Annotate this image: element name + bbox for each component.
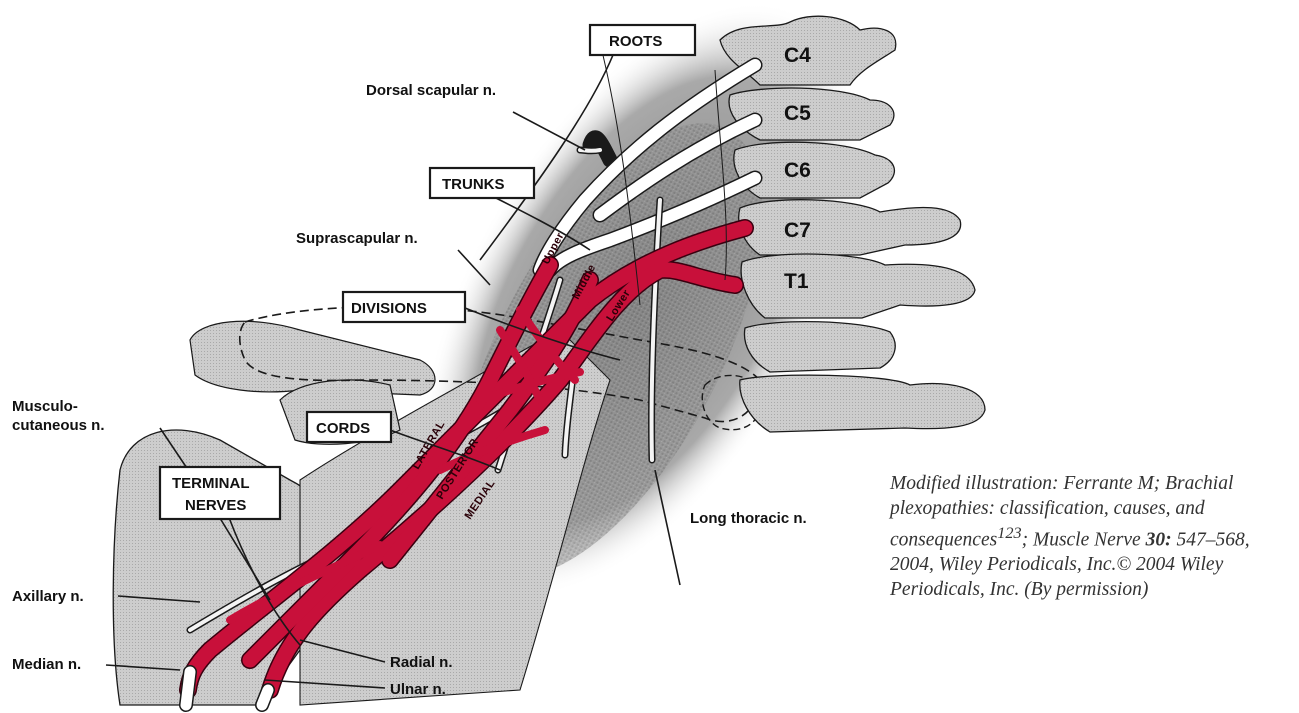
caption-part2: ; Muscle Nerve — [1022, 530, 1146, 551]
ulnar-label: Ulnar n. — [390, 681, 446, 698]
musculocutaneous-label-line2: cutaneous n. — [12, 417, 105, 434]
vertebra-c5-label: C5 — [784, 102, 811, 125]
axillary-label: Axillary n. — [12, 588, 84, 605]
figure-caption: Modified illustration: Ferrante M; Brach… — [890, 472, 1290, 602]
cords-box: CORDS — [307, 412, 391, 442]
radial-label: Radial n. — [390, 654, 453, 671]
vertebra-c7-label: C7 — [784, 219, 811, 242]
terminal-label-line1: TERMINAL — [172, 475, 250, 492]
divisions-label: DIVISIONS — [351, 300, 427, 317]
roots-label: ROOTS — [609, 33, 662, 50]
terminal-nerves-box: TERMINAL NERVES — [160, 467, 280, 519]
trunks-box: TRUNKS — [430, 168, 534, 198]
terminal-label-line2: NERVES — [185, 497, 246, 514]
caption-reference-number: 123 — [997, 524, 1021, 542]
roots-box: ROOTS — [590, 25, 695, 55]
median-label: Median n. — [12, 656, 81, 673]
cords-label: CORDS — [316, 420, 370, 437]
divisions-box: DIVISIONS — [343, 292, 465, 322]
vertebra-c4-label: C4 — [784, 44, 811, 67]
long-thoracic-label: Long thoracic n. — [690, 510, 807, 527]
trunks-label: TRUNKS — [442, 176, 505, 193]
suprascapular-label: Suprascapular n. — [296, 230, 418, 247]
dorsal-scapular-label: Dorsal scapular n. — [366, 82, 496, 99]
vertebra-c6-label: C6 — [784, 159, 811, 182]
musculocutaneous-label-line1: Musculo- — [12, 398, 78, 415]
vertebra-t1-label: T1 — [784, 270, 809, 293]
caption-volume: 30: — [1146, 530, 1172, 551]
